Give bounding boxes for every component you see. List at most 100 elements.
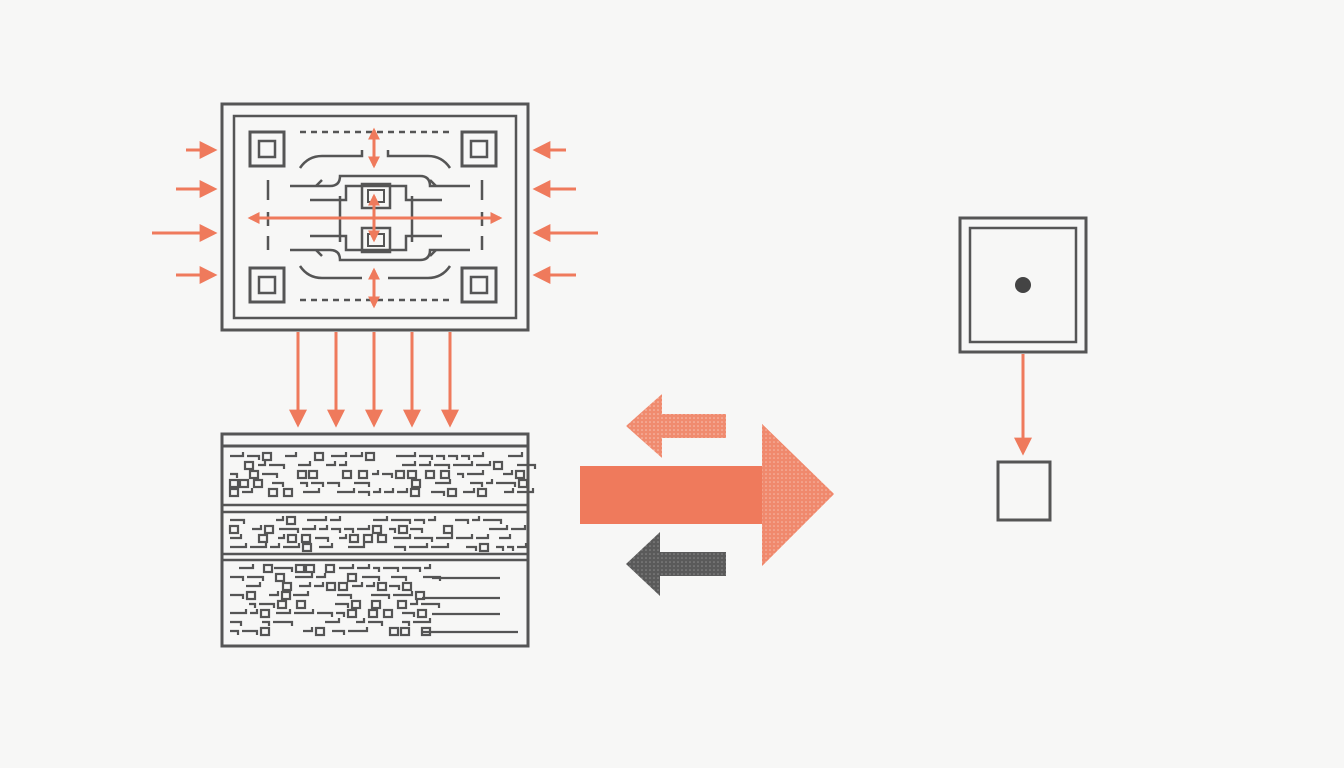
pattern-glyph — [280, 590, 292, 601]
pattern-glyph — [274, 572, 286, 583]
pattern-glyph — [332, 629, 346, 635]
maze-circuit-icon — [266, 130, 484, 302]
pattern-glyph — [504, 488, 515, 494]
pattern-glyph — [296, 469, 308, 480]
pattern-glyph — [228, 524, 240, 535]
pattern-glyph — [456, 534, 474, 540]
pattern-glyph — [298, 461, 312, 467]
pattern-glyph — [402, 566, 422, 572]
pattern-glyph — [358, 490, 371, 496]
pattern-glyph — [230, 620, 243, 626]
pattern-glyph — [346, 572, 358, 583]
pattern-glyph — [394, 469, 406, 480]
pattern-glyph — [467, 470, 485, 476]
pattern-glyph — [373, 516, 389, 522]
pattern-glyph — [294, 563, 306, 574]
pattern-glyph — [270, 543, 281, 549]
pattern-glyph — [276, 609, 292, 615]
pattern-glyph — [496, 545, 505, 551]
pattern-glyph — [486, 479, 494, 485]
pattern-glyph — [239, 564, 255, 570]
pattern-glyph — [295, 573, 314, 579]
corner-marker-icon — [248, 130, 498, 304]
pattern-glyph — [325, 618, 341, 624]
pattern-glyph — [396, 452, 417, 458]
pattern-glyph — [476, 461, 492, 467]
pattern-glyph — [294, 609, 315, 615]
pattern-glyph — [326, 461, 337, 467]
pattern-glyph — [367, 608, 379, 619]
pattern-glyph — [416, 608, 428, 619]
pattern-glyph — [339, 461, 348, 467]
dot-icon — [1015, 277, 1031, 293]
pattern-glyph — [293, 591, 310, 597]
pattern-glyph — [373, 566, 381, 572]
pattern-glyph — [247, 575, 265, 581]
pattern-glyph — [382, 472, 394, 478]
pattern-glyph — [278, 534, 286, 540]
pattern-glyph — [382, 608, 394, 619]
pattern-glyph — [248, 469, 260, 480]
pattern-glyph — [436, 534, 454, 540]
pattern-glyph — [370, 599, 382, 610]
pattern-glyph — [435, 479, 452, 485]
return-arrow-top — [626, 394, 726, 458]
pattern-glyph — [419, 454, 434, 460]
pattern-glyph — [350, 599, 362, 610]
pattern-glyph — [303, 627, 314, 633]
pattern-glyph — [431, 543, 450, 549]
pattern-glyph — [434, 463, 451, 469]
pattern-glyph — [373, 488, 382, 494]
pattern-glyph — [285, 452, 298, 458]
pattern-glyph — [448, 454, 459, 460]
pattern-glyph — [252, 478, 264, 489]
pattern-glyph — [371, 524, 383, 535]
pattern-glyph — [267, 487, 279, 498]
pattern-glyph — [339, 564, 355, 570]
pattern-glyph — [396, 599, 408, 610]
pattern-glyph — [503, 470, 514, 476]
pattern-glyph — [262, 620, 271, 626]
pattern-glyph — [419, 461, 432, 467]
pattern-glyph — [346, 608, 358, 619]
pattern-glyph — [348, 533, 360, 544]
pattern-glyph — [311, 481, 325, 487]
pattern-glyph — [313, 451, 325, 462]
pattern-glyph — [393, 591, 414, 597]
pattern-glyph — [262, 472, 279, 478]
pattern-glyph — [511, 525, 527, 531]
exchange-arrows — [580, 394, 834, 596]
pattern-glyph — [368, 620, 384, 626]
pattern-glyph — [424, 469, 436, 480]
pattern-glyph — [331, 527, 342, 533]
pattern-glyph — [301, 542, 313, 553]
pattern-glyph — [269, 591, 280, 597]
pattern-glyph — [331, 452, 348, 458]
pattern-glyph — [283, 543, 301, 549]
pattern-glyph — [352, 582, 364, 588]
pattern-glyph — [399, 626, 411, 637]
pattern-glyph — [276, 599, 288, 610]
pattern-glyph — [393, 534, 412, 540]
pattern-glyph — [478, 542, 490, 553]
pattern-glyph — [402, 461, 417, 467]
forward-arrow-head-texture — [762, 424, 834, 566]
pattern-glyph — [243, 460, 255, 471]
pattern-glyph — [269, 463, 286, 469]
return-arrow-bottom — [626, 532, 726, 596]
pattern-glyph — [259, 602, 276, 608]
pattern-glyph — [421, 602, 441, 608]
pattern-glyph — [472, 516, 481, 522]
pattern-glyph — [409, 543, 429, 549]
pattern-glyph — [383, 566, 400, 572]
pattern-glyph — [319, 543, 334, 549]
pattern-glyph — [257, 533, 269, 544]
pattern-glyph — [228, 487, 240, 498]
pattern-glyph — [402, 611, 416, 617]
pattern-glyph — [307, 469, 319, 480]
pattern-glyph — [461, 454, 471, 460]
pattern-glyph — [344, 527, 355, 533]
pattern-glyph — [276, 516, 285, 522]
pattern-glyph — [324, 563, 336, 574]
